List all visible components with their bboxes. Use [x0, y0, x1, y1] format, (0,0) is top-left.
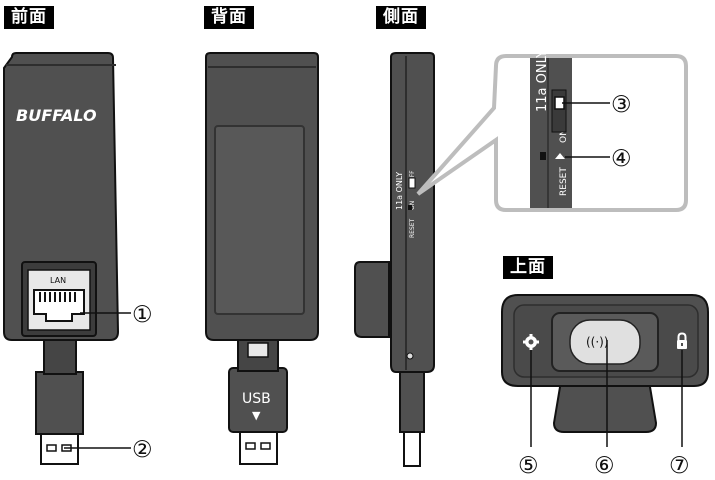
switch-on-label: ON [559, 129, 569, 143]
lan-port-icon[interactable] [33, 289, 85, 322]
reset-button[interactable] [540, 152, 546, 160]
header-back: 背面 [204, 6, 254, 29]
lock-icon [677, 332, 687, 349]
front-hinge [43, 337, 77, 375]
switch-reset-label: RESET [559, 167, 569, 196]
top-view: ((·)) ⑤ ⑥ ⑦ [501, 294, 709, 479]
wps-icon: ((·)) [586, 335, 609, 349]
zoomed-switch-panel [530, 58, 572, 208]
lan-pins [39, 292, 76, 302]
usb-label: USB [242, 391, 271, 407]
reset-arrow-icon [555, 153, 565, 159]
brand-logo: BUFFALO [16, 106, 97, 125]
header-front: 前面 [4, 6, 54, 29]
callout-7: ⑦ [669, 453, 690, 479]
mode-switch-small[interactable] [408, 177, 416, 189]
callout-2: ② [132, 437, 153, 463]
reset-label-small: RESET [409, 218, 416, 238]
zoom-on-label-group: ON [559, 129, 569, 143]
side-body [390, 52, 435, 373]
back-view: USB ▼ [205, 52, 319, 465]
wps-button-cap[interactable] [569, 319, 641, 365]
usb-pin-hole [260, 442, 271, 450]
header-side: 側面 [376, 6, 426, 29]
back-label-panel [214, 125, 305, 315]
side-swivel [399, 371, 425, 433]
side-usb-plug [403, 429, 421, 467]
switch-mode-label-small: 11a ONLY [395, 172, 404, 210]
header-top: 上面 [503, 256, 553, 279]
switch-on-label-small: ON [409, 201, 416, 210]
callout-5: ⑤ [518, 453, 539, 479]
callout-3: ③ [611, 92, 632, 118]
reset-button-small[interactable] [408, 205, 412, 210]
strap-hole-icon [406, 352, 414, 360]
hinge-clip [247, 342, 269, 358]
callout-1: ① [132, 302, 153, 328]
side-bump [354, 261, 390, 338]
switch-off-label-small: OFF [409, 170, 416, 182]
side-reset-small: RESET [409, 218, 416, 238]
callout-6: ⑥ [594, 453, 615, 479]
callout-4: ④ [611, 146, 632, 172]
front-swivel-neck [35, 371, 84, 435]
side-switch-small: 11a ONLY [395, 172, 404, 210]
zoom-mode-label-group: 11a ONLY [535, 50, 550, 112]
side-switch-small-row: ON OFF [409, 170, 416, 210]
front-view: BUFFALO LAN ① ② [3, 52, 153, 465]
side-view: 11a ONLY ON OFF RESET 11a ONLY OFF ON RE… [354, 50, 688, 467]
usb-pin-hole [245, 442, 256, 450]
zoom-reset-label-group: RESET [559, 167, 569, 196]
usb-pin-hole [46, 444, 57, 452]
gear-icon [523, 334, 539, 350]
switch-mode-label: 11a ONLY [535, 50, 550, 112]
top-swivel [552, 374, 658, 433]
lan-label: LAN [50, 276, 66, 285]
usb-arrow-icon: ▼ [252, 409, 261, 422]
